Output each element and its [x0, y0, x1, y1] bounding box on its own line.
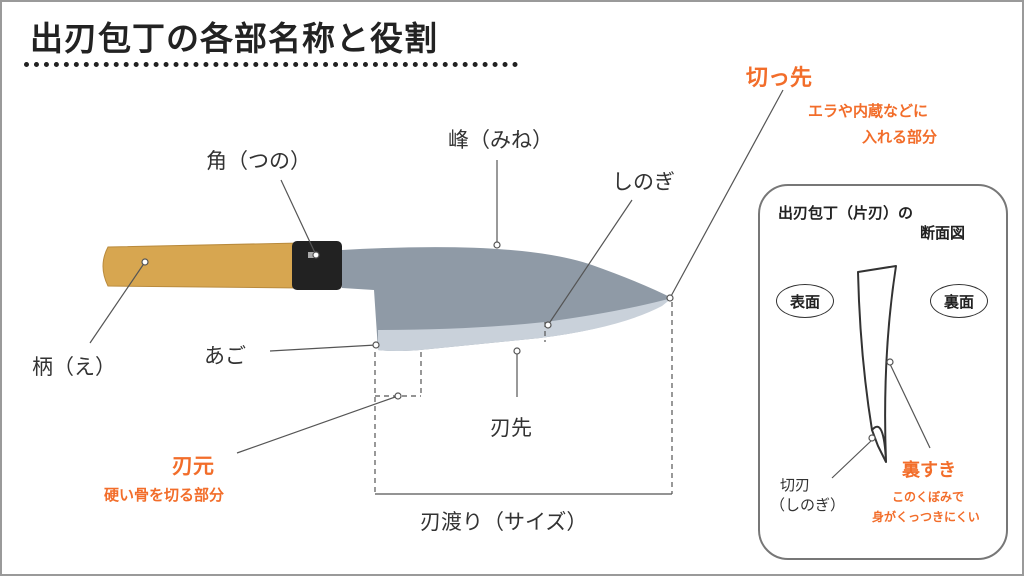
cross-section-panel: 出刃包丁（片刃）の 断面図 表面 裏面 切刃 （しのぎ） 裏すき このくぼみで …: [758, 184, 1008, 560]
blade-edge: [378, 298, 672, 351]
title-underline: [24, 62, 518, 67]
label-kissaki-note-1: エラや内蔵などに: [808, 102, 929, 120]
label-kissaki: 切っ先: [746, 66, 813, 91]
label-hamoto-note: 硬い骨を切る部分: [104, 486, 225, 504]
label-urasuki-note-1: このくぼみで: [892, 490, 965, 504]
panel-title-line-2: 断面図: [920, 224, 966, 242]
label-kiriba: 切刃: [780, 476, 811, 494]
badge-omote-text: 表面: [789, 292, 820, 311]
label-kiriba-sub: （しのぎ）: [770, 496, 846, 514]
label-hamoto: 刃元: [172, 454, 214, 478]
badge-omote: 表面: [776, 284, 834, 318]
label-mine: 峰（みね）: [448, 128, 553, 152]
badge-ura-text: 裏面: [943, 292, 974, 311]
blade-cross-section: [857, 265, 897, 463]
label-shinogi: しのぎ: [612, 170, 675, 194]
label-hawatari: 刃渡り（サイズ）: [420, 510, 588, 534]
page-title: 出刃包丁の各部名称と役割: [30, 19, 438, 58]
label-urasuki-note-2: 身がくっつきにくい: [872, 510, 980, 524]
label-tsuno: 角（つの）: [206, 149, 311, 173]
badge-ura: 裏面: [930, 284, 988, 318]
label-urasuki: 裏すき: [902, 460, 956, 481]
cross-section-drawing: [831, 265, 931, 479]
handle: [102, 242, 301, 289]
label-ago: あご: [204, 344, 246, 368]
ferrule: [292, 241, 342, 290]
label-e: 柄（え）: [32, 355, 116, 379]
label-kissaki-note-2: 入れる部分: [862, 128, 938, 146]
panel-title-line-1: 出刃包丁（片刃）の: [778, 204, 914, 222]
label-hasaki: 刃先: [490, 416, 532, 440]
